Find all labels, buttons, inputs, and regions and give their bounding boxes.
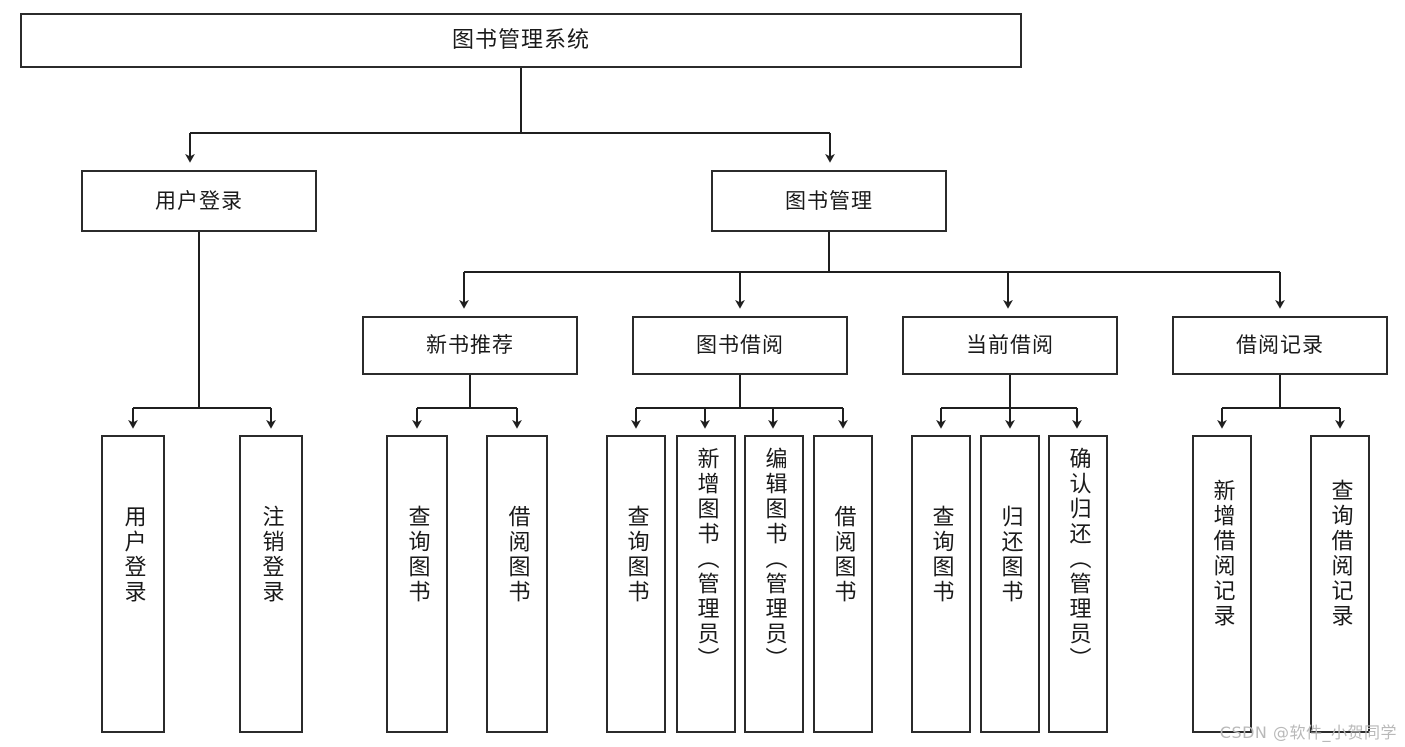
node-label: 借阅图书 — [830, 505, 856, 605]
node-borrow-record[interactable]: 借阅记录 — [1172, 316, 1388, 375]
node-book-management-system[interactable]: 图书管理系统 — [20, 13, 1022, 68]
node-label: 归还图书 — [997, 505, 1023, 605]
node-label: 新增图书（管理员） — [693, 447, 719, 672]
node-book-borrow[interactable]: 图书借阅 — [632, 316, 848, 375]
node-label: 新书推荐 — [426, 333, 514, 358]
node-label: 借阅记录 — [1236, 333, 1324, 358]
node-label: 用户登录 — [120, 505, 146, 605]
node-label: 查询借阅记录 — [1327, 479, 1353, 629]
leaf-query-borrow-record[interactable]: 查询借阅记录 — [1310, 435, 1370, 733]
leaf-query-book-from-current[interactable]: 查询图书 — [911, 435, 971, 733]
node-label: 确认归还（管理员） — [1065, 447, 1091, 672]
node-label: 查询图书 — [928, 505, 954, 605]
node-label: 查询图书 — [404, 505, 430, 605]
node-label: 图书借阅 — [696, 333, 784, 358]
csdn-watermark: CSDN @软件_小贺同学 — [1219, 723, 1397, 742]
leaf-user-login[interactable]: 用户登录 — [101, 435, 165, 733]
node-label: 注销登录 — [258, 505, 284, 605]
leaf-borrow-book-from-recommendation[interactable]: 借阅图书 — [486, 435, 548, 733]
node-label: 当前借阅 — [966, 333, 1054, 358]
leaf-logout-login[interactable]: 注销登录 — [239, 435, 303, 733]
node-label: 查询图书 — [623, 505, 649, 605]
node-current-borrow[interactable]: 当前借阅 — [902, 316, 1118, 375]
node-user-login[interactable]: 用户登录 — [81, 170, 317, 232]
leaf-return-book[interactable]: 归还图书 — [980, 435, 1040, 733]
leaf-add-borrow-record[interactable]: 新增借阅记录 — [1192, 435, 1252, 733]
node-label: 编辑图书（管理员） — [761, 447, 787, 672]
node-label: 借阅图书 — [504, 505, 530, 605]
node-new-book-recommendation[interactable]: 新书推荐 — [362, 316, 578, 375]
node-book-management[interactable]: 图书管理 — [711, 170, 947, 232]
leaf-borrow-book-from-borrow[interactable]: 借阅图书 — [813, 435, 873, 733]
node-label: 新增借阅记录 — [1209, 479, 1235, 629]
node-label: 图书管理 — [785, 188, 873, 213]
leaf-confirm-return-admin[interactable]: 确认归还（管理员） — [1048, 435, 1108, 733]
node-label: 图书管理系统 — [451, 27, 590, 53]
leaf-edit-book-admin[interactable]: 编辑图书（管理员） — [744, 435, 804, 733]
node-label: 用户登录 — [155, 188, 243, 213]
leaf-query-book-from-borrow[interactable]: 查询图书 — [606, 435, 666, 733]
leaf-query-book-from-recommendation[interactable]: 查询图书 — [386, 435, 448, 733]
leaf-add-book-admin[interactable]: 新增图书（管理员） — [676, 435, 736, 733]
